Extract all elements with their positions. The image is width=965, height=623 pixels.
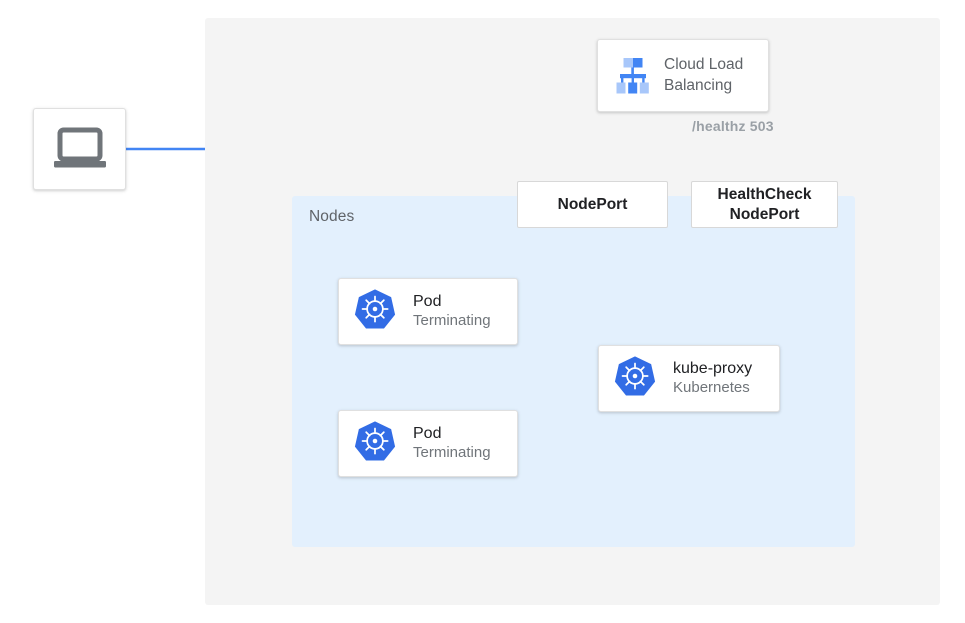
cloud-load-balancing-node[interactable]: Cloud Load Balancing (597, 39, 769, 112)
healthcheck-nodeport-label: HealthCheck NodePort (718, 185, 812, 225)
cloud-load-balancing-label: Cloud Load Balancing (664, 55, 743, 96)
kubernetes-icon (613, 354, 657, 403)
pod-node-2-texts: Pod Terminating (413, 425, 491, 462)
pod-node-1-title: Pod (413, 293, 442, 311)
healthcheck-nodeport-label-line2: NodePort (729, 205, 800, 223)
cloud-load-balancing-label-line1: Cloud Load (664, 55, 744, 73)
nodeport-label: NodePort (557, 195, 628, 213)
client-node[interactable] (33, 108, 126, 190)
pod-node-2[interactable]: Pod Terminating (338, 410, 518, 477)
pod-node-1[interactable]: Pod Terminating (338, 278, 518, 345)
kube-proxy-title: kube-proxy (673, 360, 753, 378)
pod-node-1-texts: Pod Terminating (413, 293, 491, 330)
kube-proxy-node[interactable]: kube-proxy Kubernetes (598, 345, 780, 412)
cloud-load-balancing-label-line2: Balancing (664, 76, 733, 94)
pod-node-2-status: Terminating (413, 444, 491, 462)
kube-proxy-texts: kube-proxy Kubernetes (673, 360, 752, 397)
kubernetes-icon (353, 419, 397, 468)
healthcheck-nodeport-label-line1: HealthCheck (717, 185, 812, 203)
pod-node-1-status: Terminating (413, 312, 491, 330)
nodes-panel-label: Nodes (309, 208, 355, 225)
healthz-edge-label: /healthz 503 (692, 118, 774, 134)
healthcheck-nodeport-box[interactable]: HealthCheck NodePort (691, 181, 838, 228)
nodeport-box[interactable]: NodePort (517, 181, 668, 228)
kube-proxy-subtitle: Kubernetes (673, 379, 750, 397)
laptop-icon (53, 127, 107, 171)
cloud-load-balancing-icon (610, 56, 652, 96)
kubernetes-icon (353, 287, 397, 336)
pod-node-2-title: Pod (413, 425, 442, 443)
